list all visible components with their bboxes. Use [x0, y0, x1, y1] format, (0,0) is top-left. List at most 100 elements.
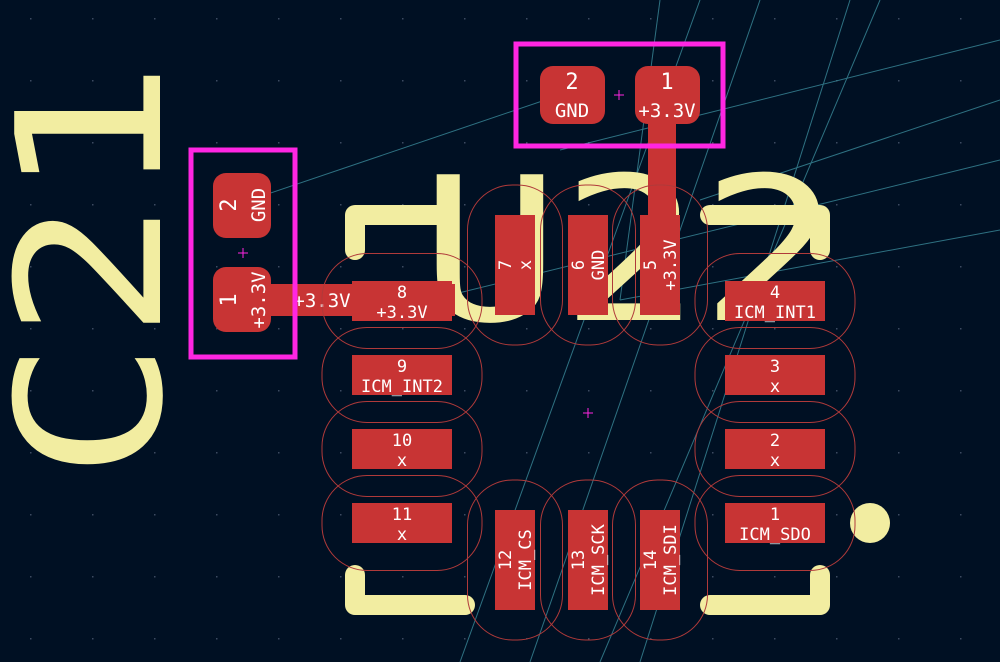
grid-dot	[92, 204, 94, 206]
grid-dot	[960, 142, 962, 144]
grid-dot	[278, 390, 280, 392]
grid-dot	[588, 204, 590, 206]
c22-footprint[interactable]: 2 GND 1 +3.3V	[513, 41, 726, 149]
u22-ref-text: U22	[420, 135, 840, 368]
ic-pad-3-copper[interactable]	[725, 355, 825, 395]
grid-dot	[650, 328, 652, 330]
ic-pad-14-clearance	[612, 479, 708, 641]
ic-pad-3-net: x	[770, 377, 780, 397]
ic-pad-3[interactable]: 3x	[725, 355, 825, 397]
grid-dot	[154, 80, 156, 82]
ic-pad-10-copper[interactable]	[352, 429, 452, 469]
ic-pad-10-clearance	[321, 401, 483, 497]
ic-pad-12-clearance	[467, 479, 563, 641]
grid-dot	[340, 514, 342, 516]
grid-dot	[526, 328, 528, 330]
ic-origin-marker	[583, 408, 593, 418]
grid-dot	[92, 18, 94, 20]
ic-pad-2[interactable]: 2x	[725, 429, 825, 471]
ic-pad-11-copper[interactable]	[352, 503, 452, 543]
grid-dot	[278, 328, 280, 330]
ic-pad-2-copper[interactable]	[725, 429, 825, 469]
ic-pad-14-net: ICM_SDI	[661, 524, 681, 596]
c21-pad-1-net: +3.3V	[248, 271, 270, 328]
grid-dot	[774, 204, 776, 206]
ic-pad-12-copper[interactable]	[495, 510, 535, 610]
grid-dot	[712, 80, 714, 82]
grid-dot	[588, 390, 590, 392]
grid-dot	[402, 266, 404, 268]
grid-dot	[216, 18, 218, 20]
ic-pad-5-copper[interactable]	[640, 215, 680, 315]
ic-pad-13-copper[interactable]	[568, 510, 608, 610]
c22-origin-marker	[614, 90, 624, 100]
c22-pad-2-number: 2	[565, 70, 578, 95]
grid-dot	[836, 576, 838, 578]
grid-dot	[30, 266, 32, 268]
ic-pad-4-copper[interactable]	[725, 281, 825, 321]
grid-dot	[650, 390, 652, 392]
ic-pad-11[interactable]: 11x	[352, 503, 452, 545]
c21-pad-2[interactable]	[213, 173, 271, 238]
ic-pad-10-net: x	[397, 451, 407, 471]
ic-pad-9-net: ICM_INT2	[361, 377, 443, 397]
grid-dot	[216, 576, 218, 578]
grid-dot	[712, 204, 714, 206]
ic-pad-10-number: 10	[392, 431, 412, 451]
c21-pad-2-number: 2	[217, 198, 242, 211]
ic-pad-5[interactable]: 5+3.3V	[640, 215, 681, 315]
grid-dot	[92, 576, 94, 578]
grid-dot	[588, 328, 590, 330]
grid-dot	[340, 266, 342, 268]
grid-dot	[712, 452, 714, 454]
grid-dot	[464, 18, 466, 20]
ic-pad-4-net: ICM_INT1	[734, 303, 816, 323]
pin1-marker-dot	[850, 503, 890, 543]
grid-dot	[30, 514, 32, 516]
ic-pad-10[interactable]: 10x	[352, 429, 452, 471]
c21-pad-1[interactable]	[213, 267, 271, 332]
ic-pad-14-copper[interactable]	[640, 510, 680, 610]
ic-pad-1-clearance	[694, 475, 856, 571]
c22-pad-1[interactable]	[635, 66, 700, 124]
ic-pad-1-copper[interactable]	[725, 503, 825, 543]
grid-dot	[898, 204, 900, 206]
c22-pad-2[interactable]	[540, 66, 605, 124]
grid-dot	[774, 266, 776, 268]
c21-footprint[interactable]: 2 GND 1 +3.3V	[188, 147, 298, 360]
grid-dot	[30, 204, 32, 206]
ic-pad-8[interactable]: 8+3.3V	[352, 281, 452, 323]
grid-dot	[340, 638, 342, 640]
grid-dot	[836, 266, 838, 268]
grid-dot	[464, 390, 466, 392]
ic-pad-6-clearance	[540, 184, 636, 346]
ic-pad-7-number: 7	[496, 260, 516, 270]
ic-pad-8-copper[interactable]	[352, 281, 452, 321]
grid-dot	[30, 328, 32, 330]
grid-dot	[526, 390, 528, 392]
grid-dot	[898, 638, 900, 640]
grid-dot	[960, 204, 962, 206]
grid-dot	[464, 142, 466, 144]
grid-dot	[216, 80, 218, 82]
c22-pad-1-net: +3.3V	[638, 100, 695, 122]
grid-dot	[216, 638, 218, 640]
grid-dot	[836, 18, 838, 20]
grid-dot	[402, 328, 404, 330]
grid-dot	[30, 80, 32, 82]
grid-dot	[402, 576, 404, 578]
ic-pad-6-copper[interactable]	[568, 215, 608, 315]
ic-pad-9-copper[interactable]	[352, 355, 452, 395]
grid-dot	[278, 204, 280, 206]
ic-pad-7-copper[interactable]	[495, 215, 535, 315]
